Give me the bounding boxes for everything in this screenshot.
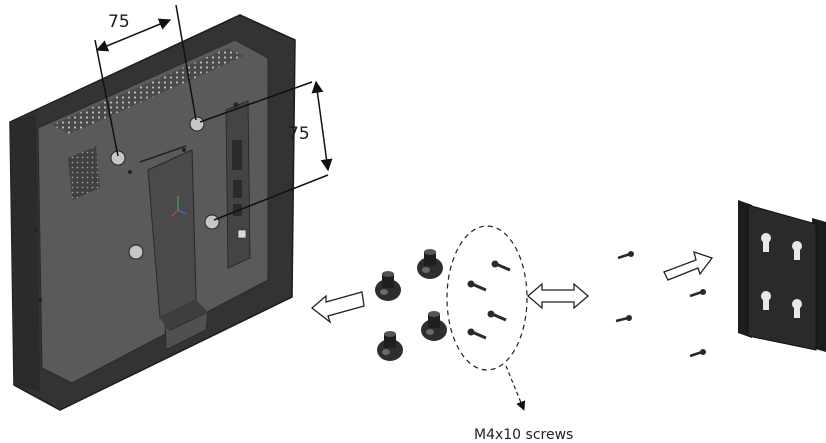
standoff-spacers: [375, 249, 447, 361]
bracket-screws: [615, 251, 706, 358]
screw: [689, 349, 706, 358]
spacer: [375, 271, 401, 301]
arrow-right-icon: [663, 251, 714, 281]
vesa-hole-bottom-right: [204, 214, 220, 230]
spacer: [377, 331, 403, 361]
spacer: [421, 311, 447, 341]
screw: [487, 310, 507, 322]
dimension-vertical-label: 75: [288, 124, 310, 144]
screw: [617, 251, 634, 260]
screw: [491, 260, 511, 272]
dimension-horizontal: [94, 4, 197, 157]
vesa-hole-top-left: [110, 150, 126, 166]
monitor-back-panel: [9, 14, 296, 411]
screw-group-outline: [446, 225, 528, 371]
screw: [467, 280, 487, 292]
screw: [689, 289, 706, 298]
screw-leader: [505, 365, 526, 411]
double-arrow-icon: [527, 282, 589, 310]
dimension-horizontal-label: 75: [108, 12, 130, 32]
screw-group: [446, 225, 528, 411]
screw-spec-label: M4x10 screws: [474, 427, 574, 443]
screw: [467, 328, 487, 340]
spacer: [417, 249, 443, 279]
vesa-hole-top-right: [189, 116, 205, 132]
dimension-vertical: [199, 80, 333, 221]
vesa-wall-bracket: [738, 200, 826, 352]
arrow-left-icon: [310, 291, 365, 324]
vesa-hole-bottom-left: [128, 244, 144, 260]
screw: [615, 315, 632, 323]
